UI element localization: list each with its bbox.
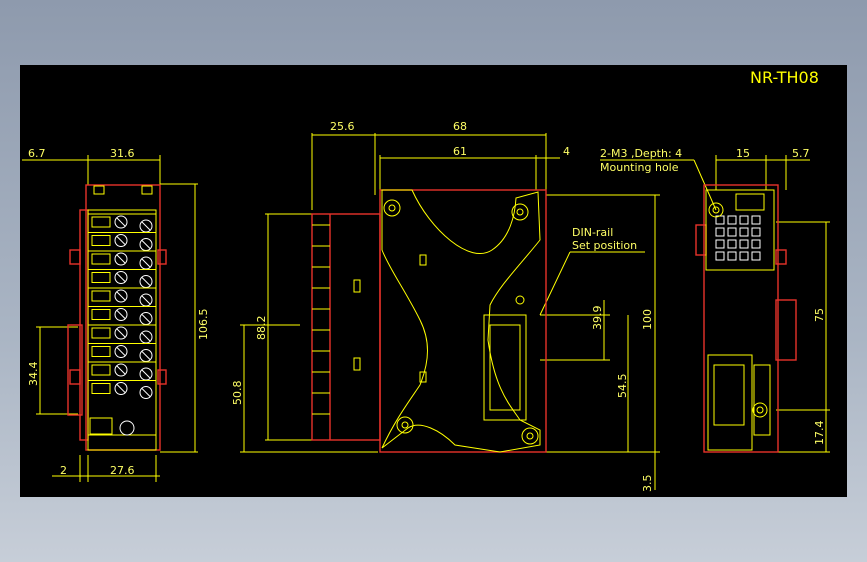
- dim-bottom-width: 27.6: [110, 464, 135, 477]
- dim-top-left: 6.7: [28, 147, 46, 160]
- drawing-canvas: [20, 65, 847, 497]
- dim-inner-width: 61: [453, 145, 467, 158]
- dim-side: 34.4: [27, 362, 40, 387]
- dim-top-depth: 25.6: [330, 120, 355, 133]
- dim-top-width-68: 68: [453, 120, 467, 133]
- dim-height: 106.5: [197, 309, 210, 341]
- dim-right-top-right: 5.7: [792, 147, 810, 160]
- dim-rail-offset: 39.9: [591, 306, 604, 331]
- dim-inner-right: 4: [563, 145, 570, 158]
- dim-bottom-left: 2: [60, 464, 67, 477]
- right-view: 2-M3 ,Depth: 4 Mounting hole 15 5.7 75 1…: [600, 147, 830, 453]
- dim-height-left: 88.2: [255, 316, 268, 341]
- dim-right-top-mid: 15: [736, 147, 750, 160]
- mount-label: 2-M3 ,Depth: 4: [600, 147, 682, 160]
- left-view: 6.7 31.6 106.5 34.4 2 27.6: [22, 147, 210, 482]
- dim-height-right: 100: [641, 309, 654, 330]
- dim-height-low: 50.8: [231, 381, 244, 406]
- dim-bottom: 3.5: [641, 475, 654, 493]
- dim-rail-low: 54.5: [616, 374, 629, 399]
- drawing-title: NR-TH08: [750, 68, 819, 87]
- dim-top-width: 31.6: [110, 147, 135, 160]
- dim-right-height: 75: [813, 308, 826, 322]
- dim-right-bottom: 17.4: [813, 421, 826, 446]
- center-view: 25.6 68 61 4 88.2 50.8 100 3.5 39.9 54.5…: [231, 120, 660, 492]
- mount-sub: Mounting hole: [600, 161, 679, 174]
- din-rail-label: DIN-rail: [572, 226, 613, 239]
- set-position-label: Set position: [572, 239, 637, 252]
